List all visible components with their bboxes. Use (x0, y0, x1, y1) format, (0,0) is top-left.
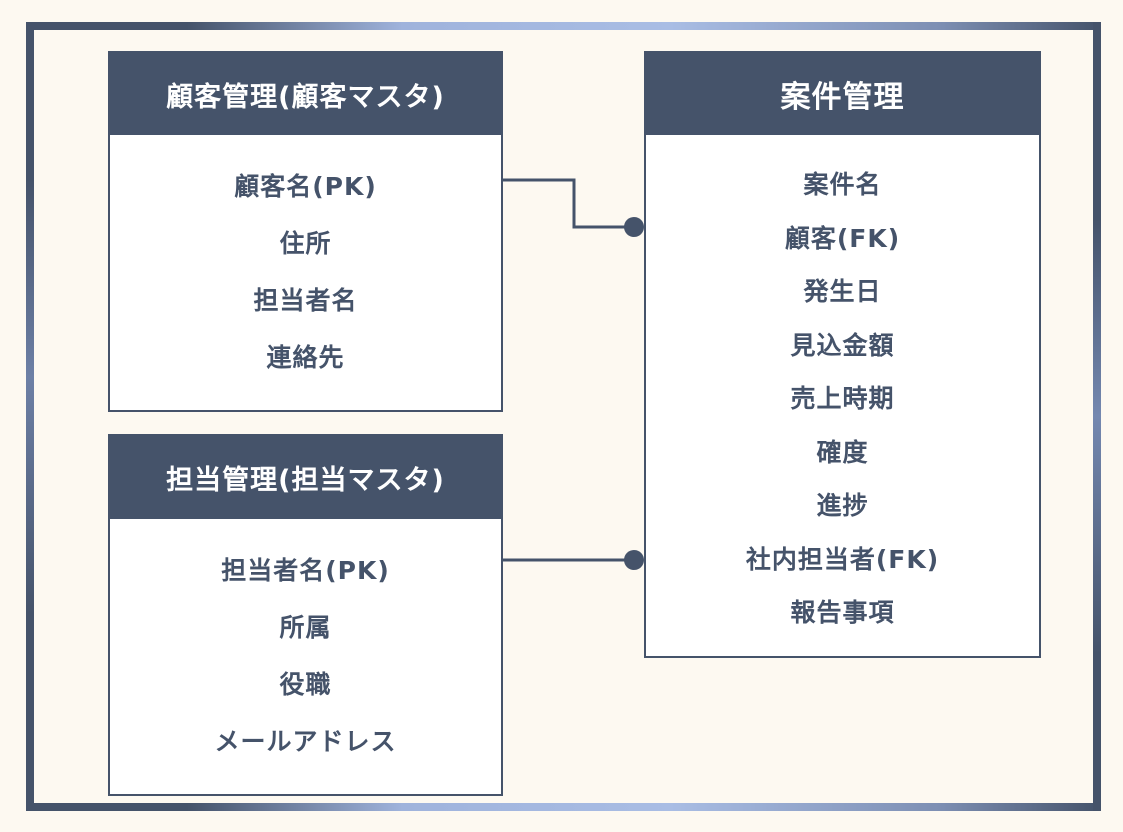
field-occurrence-date: 発生日 (803, 277, 882, 306)
field-expected-amount: 見込金額 (790, 330, 895, 360)
field-customer-name-pk: 顧客名(PK) (234, 172, 377, 201)
field-staff-name-pk: 担当者名(PK) (221, 556, 390, 585)
field-customer-fk: 顧客(FK) (784, 223, 901, 253)
field-probability: 確度 (816, 437, 869, 467)
field-progress: 進捗 (816, 491, 869, 520)
field-contact-person: 担当者名 (253, 286, 358, 315)
frame-bottom-edge (26, 803, 1101, 811)
entity-deal: 案件管理 案件名 顧客(FK) 発生日 見込金額 売上時期 確度 進捗 社内担当… (644, 51, 1041, 658)
entity-fields: 案件名 顧客(FK) 発生日 見込金額 売上時期 確度 進捗 社内担当者(FK)… (646, 135, 1039, 645)
entity-title: 顧客管理(顧客マスタ) (110, 53, 501, 135)
frame-left-edge (26, 22, 34, 811)
field-position: 役職 (279, 670, 332, 699)
entity-title: 案件管理 (646, 53, 1039, 135)
field-department: 所属 (279, 613, 332, 642)
field-contact-info: 連絡先 (266, 343, 345, 372)
entity-fields: 顧客名(PK) 住所 担当者名 連絡先 (110, 135, 501, 393)
diagram-frame (26, 22, 1101, 811)
frame-right-edge (1093, 22, 1101, 811)
field-address: 住所 (279, 229, 332, 258)
entity-staff: 担当管理(担当マスタ) 担当者名(PK) 所属 役職 メールアドレス (108, 434, 503, 796)
field-sales-period: 売上時期 (790, 384, 895, 413)
entity-customer: 顧客管理(顧客マスタ) 顧客名(PK) 住所 担当者名 連絡先 (108, 51, 503, 412)
field-email: メールアドレス (214, 727, 397, 756)
field-report: 報告事項 (790, 598, 895, 627)
entity-fields: 担当者名(PK) 所属 役職 メールアドレス (110, 519, 501, 777)
field-deal-name: 案件名 (803, 170, 882, 199)
frame-top-edge (26, 22, 1101, 30)
entity-title: 担当管理(担当マスタ) (110, 436, 501, 519)
field-internal-staff-fk: 社内担当者(FK) (745, 544, 940, 574)
